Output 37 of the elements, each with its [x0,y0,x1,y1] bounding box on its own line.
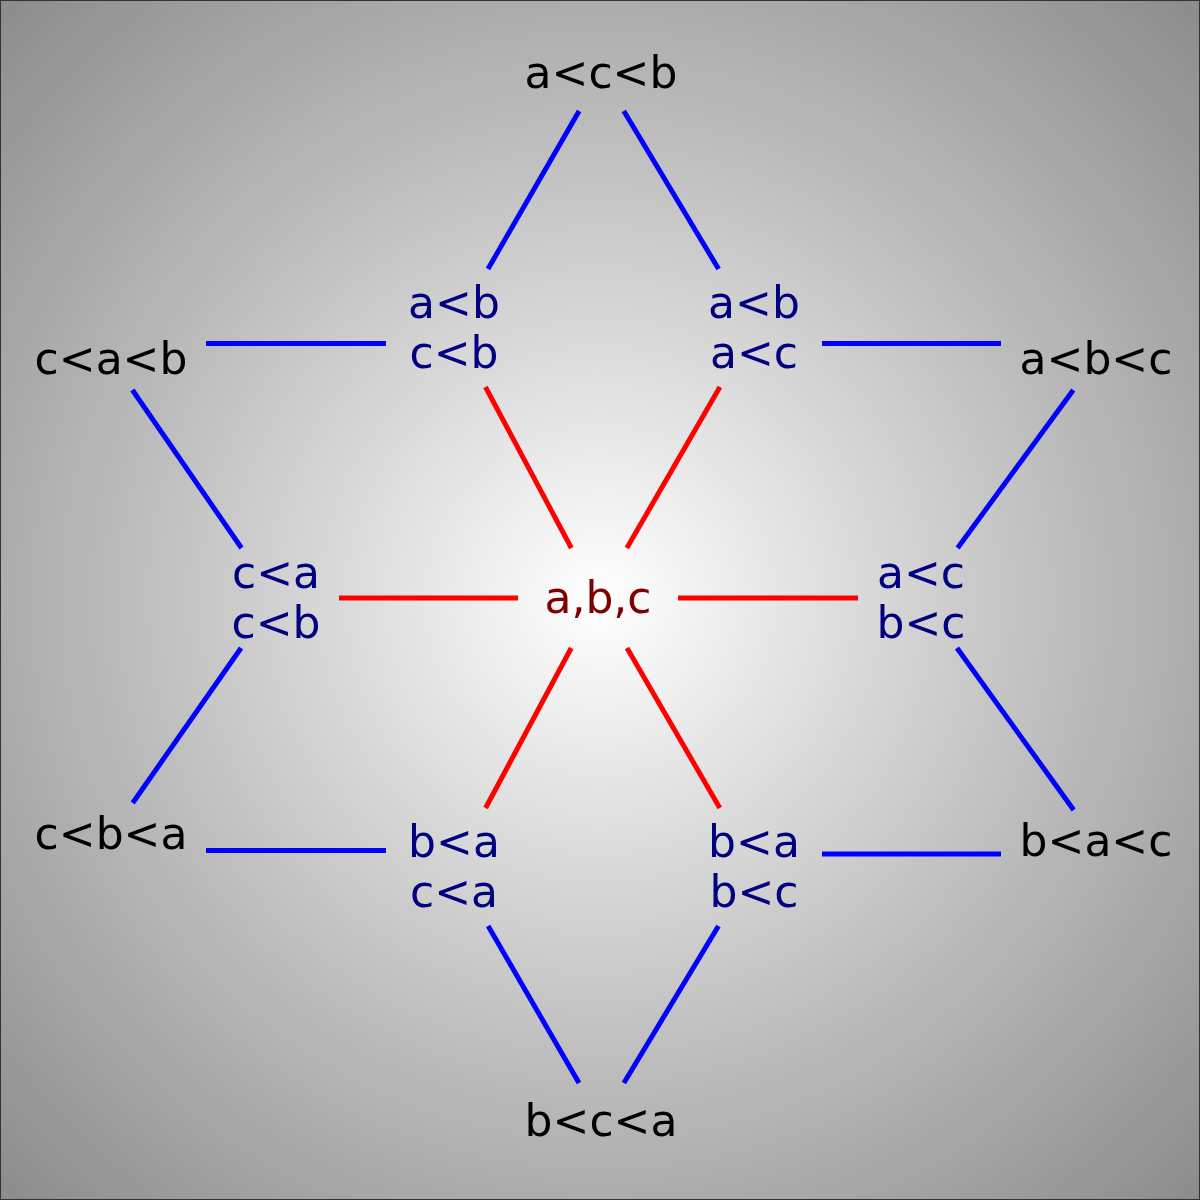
relation-label: c<b [231,598,321,648]
connector-line [822,851,1001,857]
relation-label: a<b [708,278,800,328]
relation-label: a,b,c [544,573,652,623]
connector-line [621,924,721,1085]
relation-label: c<a<b [34,334,188,384]
relation-label: a<c<b [524,48,678,98]
relation-label: b<c [876,598,966,648]
connector-line [624,646,722,810]
connector-line [483,646,574,810]
connector-line [955,388,1076,550]
connector-line [678,595,858,601]
connector-line [624,385,723,550]
connector-line [822,341,1001,346]
relation-label: a<b [408,278,500,328]
relation-label: b<c<a [524,1096,678,1146]
connector-line [955,646,1076,812]
relation-label: b<c [709,867,799,917]
connector-line [130,646,244,805]
connector-line [130,388,244,550]
connector-line [339,595,518,601]
connector-line [486,924,582,1085]
relation-label: a<c [877,548,965,598]
connector-line [483,385,574,550]
connector-line [206,341,386,346]
relation-label: a<c [710,328,798,378]
connector-line [206,848,386,853]
relation-label: c<b [409,328,499,378]
relation-label: a<b<c [1019,334,1173,384]
relation-label: b<a [408,817,500,867]
relation-label: c<b<a [34,809,188,859]
relation-label: b<a<c [1019,816,1173,866]
connector-line [485,109,582,271]
relation-label: c<a [232,548,320,598]
relation-label: c<a [410,867,498,917]
connector-line [621,109,721,271]
relation-label: b<a [708,817,800,867]
